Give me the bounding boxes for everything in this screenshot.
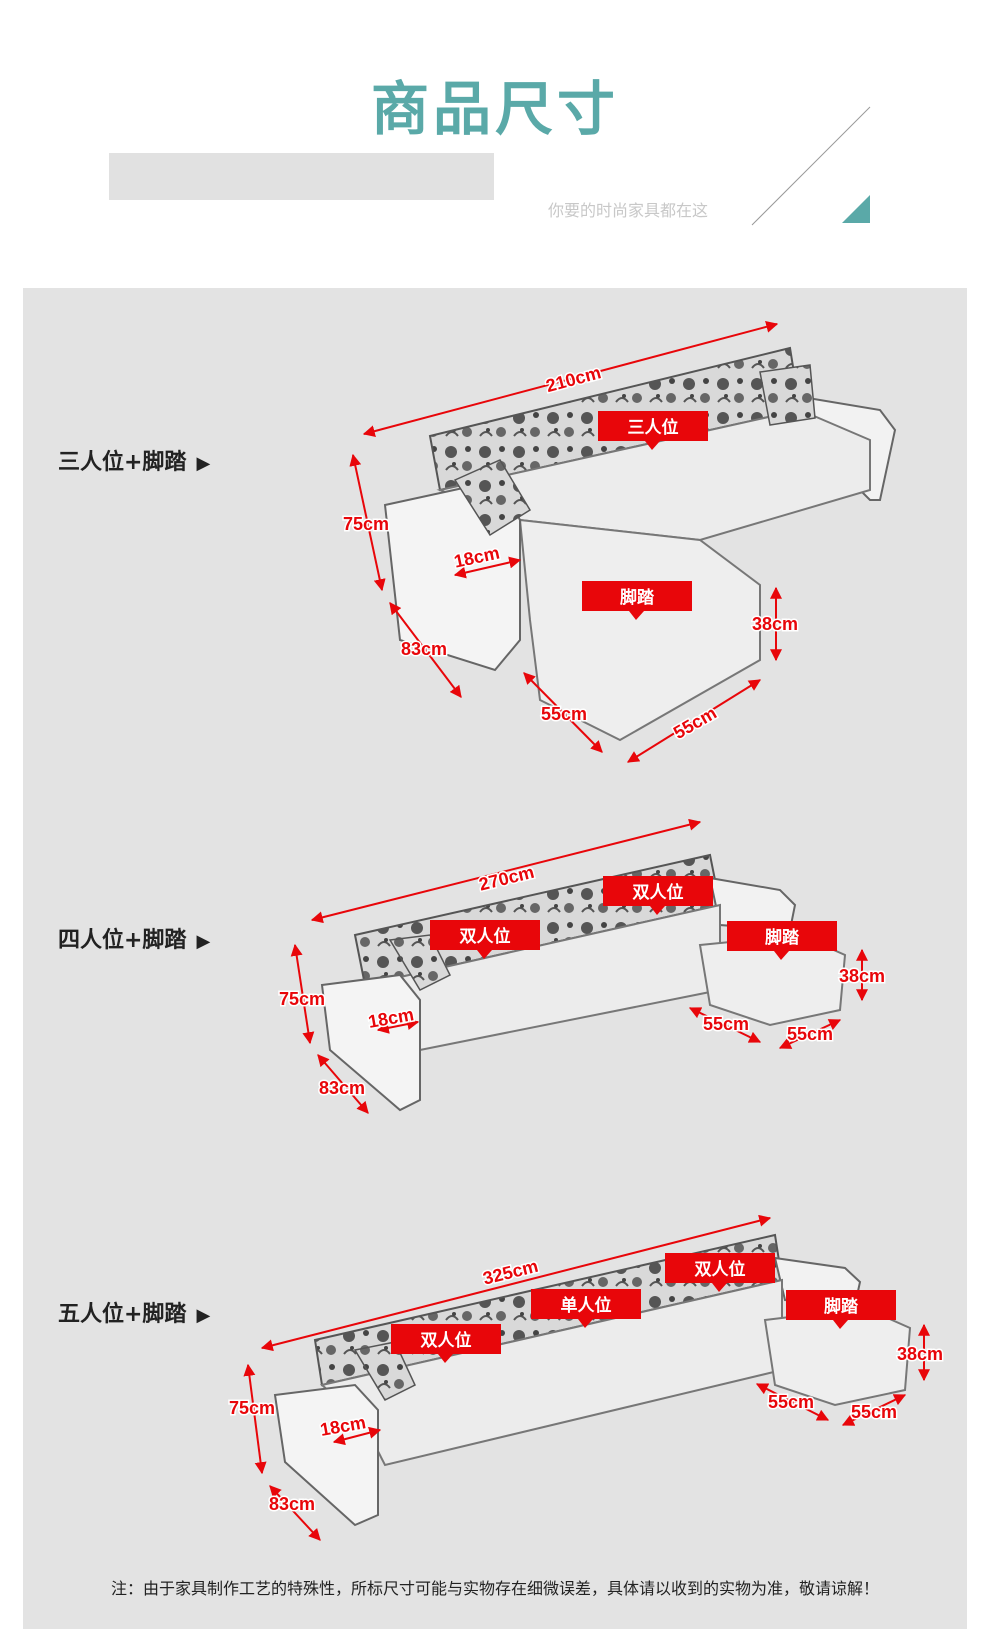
dimension-arrow-ottoman-width — [755, 1383, 830, 1421]
sofa-left-armrest — [273, 1383, 379, 1527]
section-tag: 双人位 — [430, 920, 540, 959]
dimension-label-ottoman-width: 55cm — [703, 1014, 749, 1034]
dimension-label-ottoman-width: 55cm — [768, 1392, 814, 1412]
section-tag: 三人位 — [598, 411, 708, 450]
section-tag: 脚踏 — [727, 921, 837, 960]
dimension-arrow-ottoman-width — [523, 672, 603, 753]
dimension-label-ottoman-depth: 55cm — [787, 1024, 833, 1044]
dimension-arrow-depth — [269, 1485, 321, 1541]
dimension-label-ottoman-height: 38cm — [897, 1344, 943, 1364]
dimension-label-depth: 83cm — [319, 1078, 365, 1098]
section-tag: 脚踏 — [582, 581, 692, 620]
section-tag-text: 三人位 — [628, 417, 679, 437]
dimension-label-length: 210cm — [544, 362, 603, 396]
row-label-text: 三人位+脚踏 — [58, 450, 187, 475]
dimension-label-ottoman-height: 38cm — [839, 966, 885, 986]
decoration-diagonal-line — [751, 106, 871, 226]
row-label-four-seat: 四人位+脚踏 ▶ — [58, 922, 210, 954]
section-tag-text: 脚踏 — [824, 1296, 859, 1316]
section-tag: 双人位 — [603, 876, 713, 915]
dimension-label-ottoman-depth: 55cm — [670, 703, 720, 743]
section-tag: 双人位 — [665, 1253, 775, 1292]
section-tag-text: 双人位 — [460, 926, 511, 946]
dimension-label-ottoman-depth: 55cm — [851, 1402, 897, 1422]
dimension-arrow-arm — [453, 556, 522, 579]
decoration-triangle — [842, 195, 870, 223]
row-label-five-seat: 五人位+脚踏 ▶ — [58, 1296, 210, 1328]
dimension-arrow-length — [260, 1214, 772, 1352]
section-tag: 单人位 — [531, 1289, 641, 1328]
section-tag-text: 脚踏 — [620, 587, 655, 607]
section-tag: 双人位 — [391, 1324, 501, 1363]
section-tag-text: 双人位 — [633, 882, 684, 902]
dimension-arrow-depth — [317, 1054, 369, 1114]
sofa-drawing-three-seat: 210cm 75cm 18cm 83cm 38cm 55cm 55cm 三人位 … — [341, 320, 897, 763]
dimension-label-height: 75cm — [279, 989, 325, 1009]
section-tag-text: 单人位 — [561, 1295, 612, 1315]
page-title: 商品尺寸 — [370, 75, 619, 143]
header-decoration — [751, 106, 871, 226]
dimension-arrow-arm — [376, 1018, 420, 1034]
dimension-label-length: 270cm — [477, 862, 536, 895]
dimension-label-depth: 83cm — [401, 639, 447, 659]
section-tag: 脚踏 — [786, 1290, 896, 1329]
sofa-pillow — [453, 459, 532, 537]
disclaimer-note: 注：由于家具制作工艺的特殊性，所标尺寸可能与实物存在细微误差，具体请以收到的实物… — [110, 1579, 879, 1598]
play-arrow-icon: ▶ — [196, 1305, 211, 1326]
sofa-drawing-five-seat: 325cm 75cm 18cm 83cm 38cm 55cm 55cm 双人位 … — [227, 1214, 945, 1541]
row-label-text: 五人位+脚踏 — [58, 1302, 187, 1327]
dimension-label-ottoman-height: 38cm — [752, 614, 798, 634]
play-arrow-icon: ▶ — [196, 931, 211, 952]
dimension-arrow-ottoman-width — [688, 1007, 762, 1043]
sofa-pillow — [759, 364, 816, 426]
header-subtitle: 你要的时尚家具都在这 — [548, 201, 709, 220]
dimension-arrow-height — [243, 1363, 267, 1475]
dimension-label-ottoman-width: 55cm — [541, 704, 587, 724]
dimension-arrow-ottoman-depth — [841, 1394, 907, 1426]
section-tag-text: 双人位 — [421, 1330, 472, 1350]
sofa-drawing-four-seat: 270cm 75cm 18cm 83cm 38cm 55cm 55cm 双人位 … — [277, 818, 887, 1114]
row-label-text: 四人位+脚踏 — [58, 928, 187, 953]
dimension-arrow-ottoman-depth — [626, 679, 762, 763]
sofa-left-armrest — [320, 973, 421, 1112]
dimension-arrow-ottoman-depth — [778, 1019, 842, 1049]
dimension-arrow-height — [349, 453, 386, 592]
dimension-label-height: 75cm — [343, 514, 389, 534]
section-tag-text: 双人位 — [695, 1259, 746, 1279]
dimension-arrow-depth — [389, 602, 462, 698]
dimension-label-height: 75cm — [229, 1398, 275, 1418]
dimension-label-depth: 83cm — [269, 1494, 315, 1514]
dimension-arrow-length — [310, 818, 702, 924]
section-tag-text: 脚踏 — [765, 927, 800, 947]
row-label-three-seat: 三人位+脚踏 ▶ — [58, 444, 210, 476]
dimension-arrow-height — [290, 943, 315, 1045]
dimension-arrow-length — [362, 320, 779, 438]
header-grey-bar — [109, 153, 494, 200]
dimension-arrow-arm — [332, 1426, 382, 1446]
play-arrow-icon: ▶ — [196, 453, 211, 474]
